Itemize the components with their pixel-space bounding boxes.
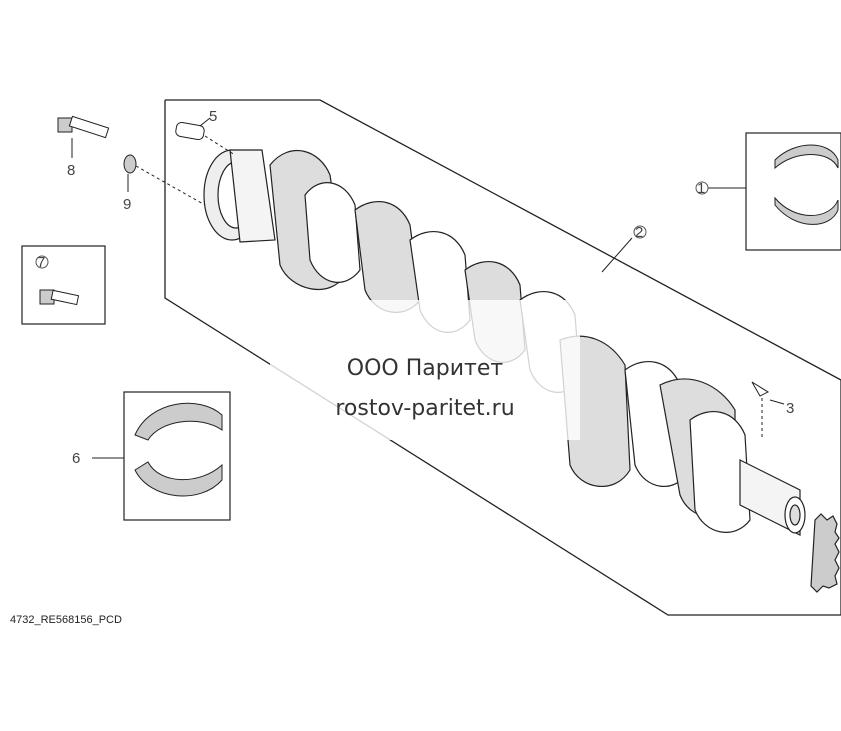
part-5-dowel-pin (175, 117, 236, 156)
watermark-company: ООО Паритет (346, 356, 504, 381)
callout-2: 2 (635, 224, 643, 241)
callout-7: 7 (37, 254, 45, 271)
assembly-frame (164, 99, 841, 616)
callout-6: 6 (72, 450, 80, 467)
callout-1: 1 (697, 180, 705, 197)
callout-8: 8 (67, 162, 75, 179)
part-3-key (751, 381, 785, 440)
callout-3: 3 (786, 400, 794, 417)
watermark-url: rostov-paritet.ru (335, 396, 515, 421)
part-6-thrust-bearing-box (92, 391, 231, 521)
part-7-bolt-box (21, 245, 106, 325)
part-8-bolt (57, 115, 110, 158)
callout-9: 9 (123, 196, 131, 213)
part-9-washer (123, 154, 206, 206)
callout-5: 5 (209, 108, 217, 125)
watermark-backdrop (270, 300, 580, 440)
part-1-bearing-box (695, 132, 841, 251)
part-2-leader (601, 237, 633, 273)
drawing-code: 4732_RE568156_PCD (10, 614, 122, 626)
